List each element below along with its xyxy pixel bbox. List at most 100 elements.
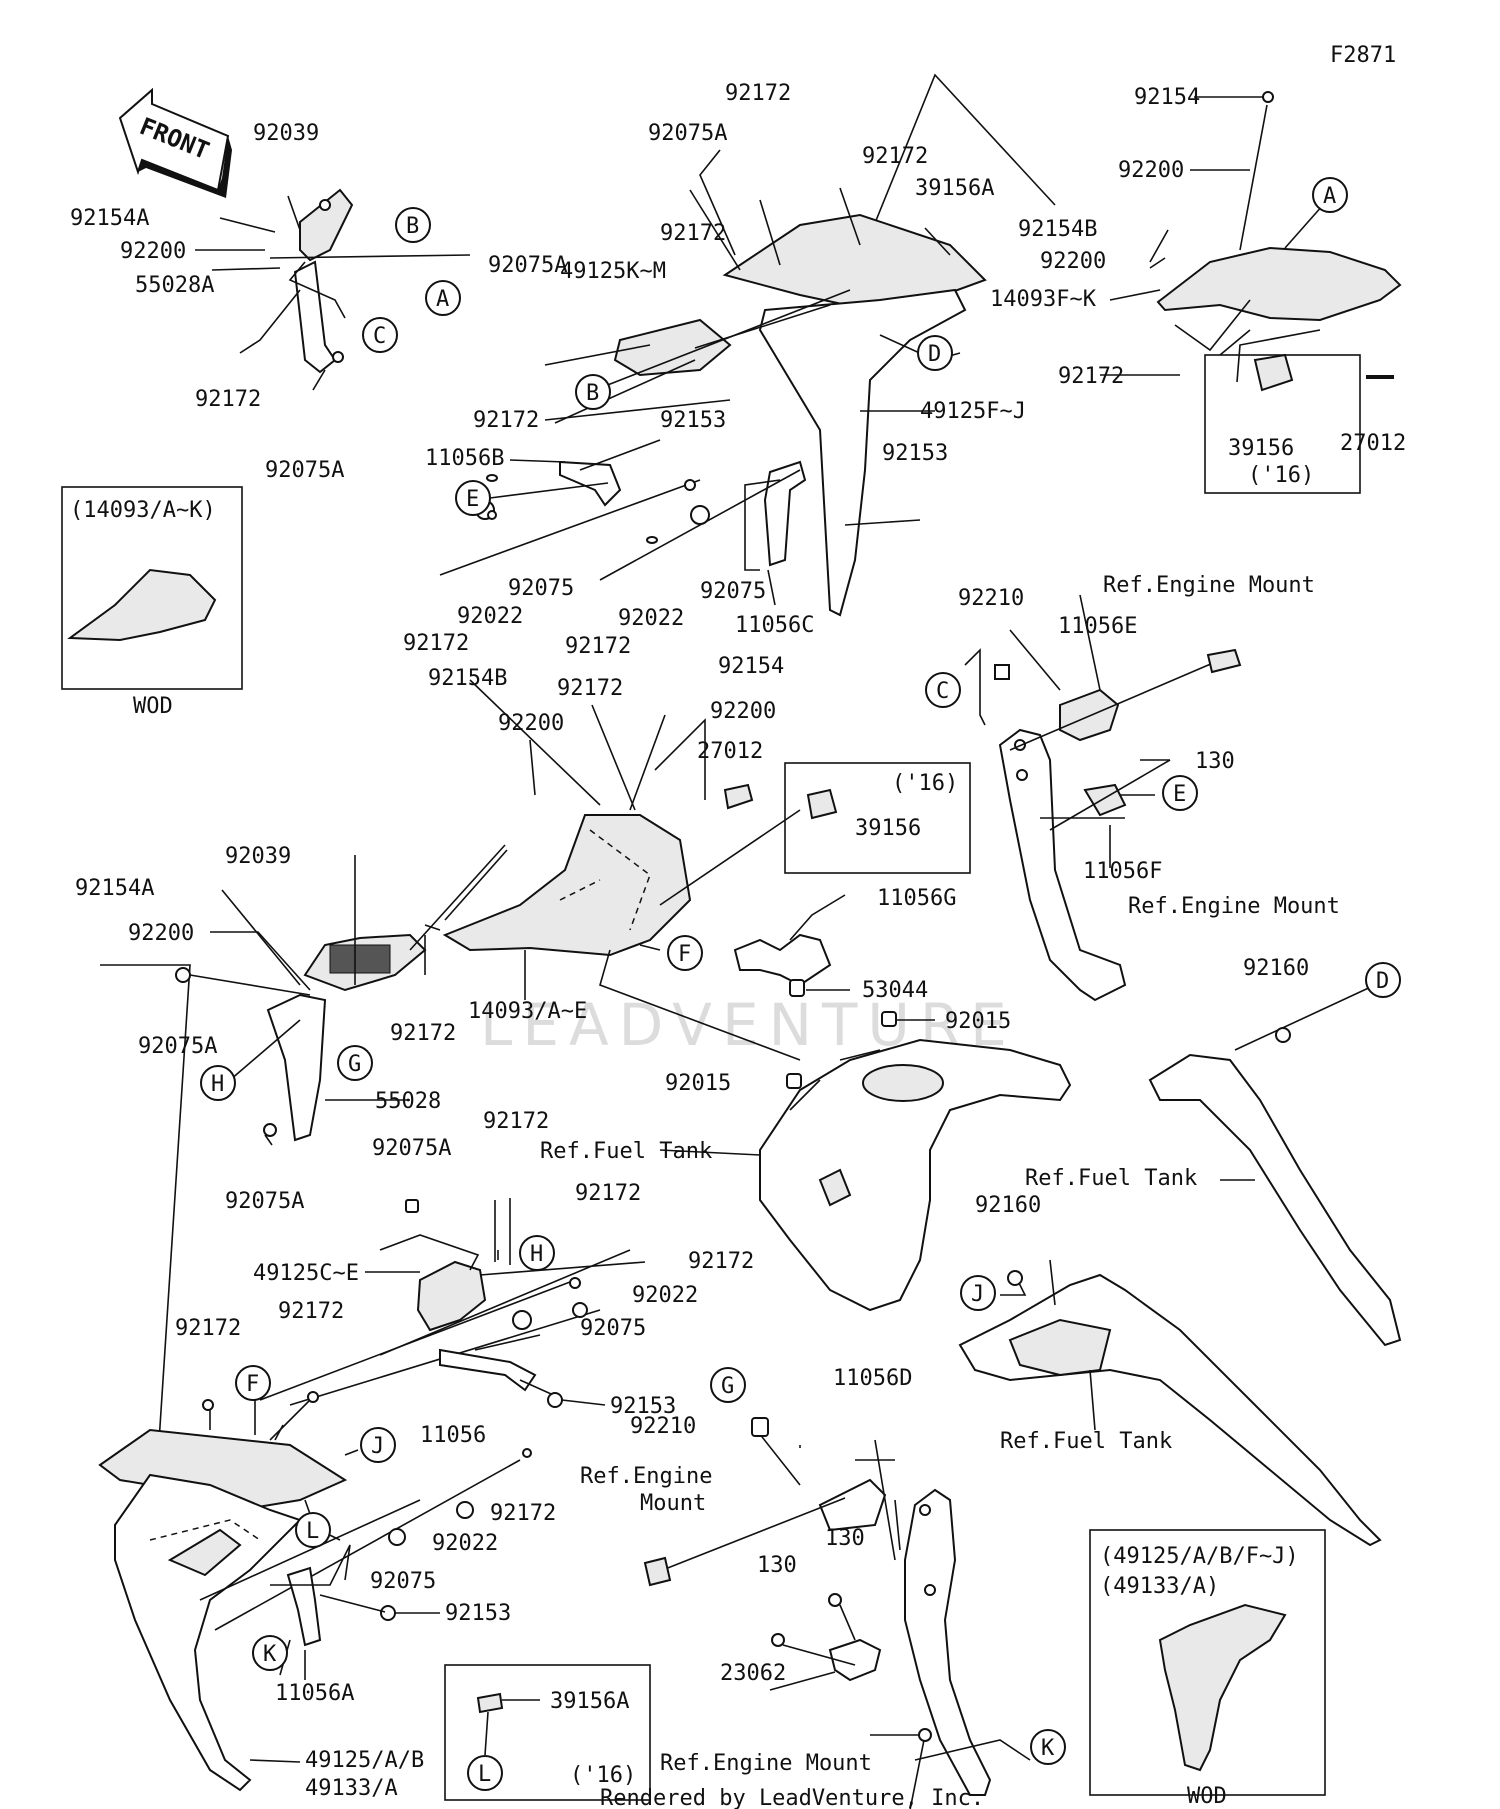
part-label-23062: 23062: [720, 1661, 786, 1686]
part-label-92200-l: 92200: [128, 921, 194, 946]
part-label-92172-a: 92172: [725, 81, 791, 106]
part-label-53044: 53044: [862, 978, 928, 1003]
callout-K-lower: [252, 1635, 288, 1671]
part-label-92039: 92039: [253, 121, 319, 146]
part-label-92153-d: 92153: [445, 1601, 511, 1626]
part-label-55028: 55028: [375, 1089, 441, 1114]
callout-A-top-right: [1312, 177, 1348, 213]
callout-F-lower: [235, 1365, 271, 1401]
callout-J-right-label: J: [971, 1282, 984, 1307]
part-label-92022-d: 92022: [432, 1531, 498, 1556]
callout-G-bottom-label: G: [721, 1374, 734, 1399]
part-label-130-b1: 130: [825, 1526, 865, 1551]
ref-engine-mount-r2: Ref.Engine Mount: [1128, 894, 1340, 919]
part-label-92200: 92200: [120, 239, 186, 264]
side-rail-group: [958, 984, 1402, 1547]
callout-K-bottom: [1030, 1729, 1066, 1765]
part-label-39156A-a: 39156A: [915, 176, 994, 201]
part-label-92160-r: 92160: [1243, 956, 1309, 981]
part-label-92154A: 92154A: [70, 206, 149, 231]
part-label-92172-n: 92172: [490, 1501, 556, 1526]
part-label-49125CE: 49125C~E: [253, 1261, 359, 1286]
callout-J-lower-label: J: [371, 1434, 384, 1459]
part-label-92153-c: 92153: [610, 1394, 676, 1419]
wod-left-code: (14093/A~K): [70, 498, 216, 523]
part-label-14093AE: 14093/A~E: [468, 999, 587, 1024]
ref-mount-bottom: Mount: [640, 1491, 706, 1516]
year-16-box-lower: [444, 1664, 651, 1801]
part-label-11056D: 11056D: [833, 1366, 912, 1391]
callout-L-lower-label: L: [306, 1519, 319, 1544]
stay-11056D-group: [643, 1417, 1031, 1809]
part-label-92172-l: 92172: [175, 1316, 241, 1341]
part-label-92172-f: 92172: [565, 634, 631, 659]
callout-E-right-label: E: [1173, 782, 1186, 807]
upper-fairing-group: [544, 73, 1056, 617]
part-39156A-lower: [476, 1692, 504, 1714]
wod-left-fairing: [67, 568, 217, 642]
part-label-92200-tr2: 92200: [1040, 249, 1106, 274]
ref-fuel-tank-r: Ref.Fuel Tank: [1025, 1166, 1197, 1191]
fairing-49125CE-group: [259, 1198, 646, 1408]
part-label-92022-b: 92022: [618, 606, 684, 631]
part-label-49125KM: 49125K~M: [560, 259, 666, 284]
part-label-11056B: 11056B: [425, 446, 504, 471]
callout-F-center: [667, 935, 703, 971]
part-label-92022-a: 92022: [457, 604, 523, 629]
callout-C-right-label: C: [936, 679, 949, 704]
part-label-92172-e: 92172: [403, 631, 469, 656]
part-label-92172-d: 92172: [473, 408, 539, 433]
part-label-92075A-l2: 92075A: [225, 1189, 304, 1214]
part-label-92172: 92172: [195, 387, 261, 412]
part-label-92075-a: 92075: [508, 576, 574, 601]
callout-B-top-label: B: [406, 214, 419, 239]
part-label-92172-h: 92172: [390, 1021, 456, 1046]
bracket-55028A-group: [195, 188, 471, 391]
part-label-49125FJ: 49125F~J: [920, 399, 1026, 424]
callout-F-center-label: F: [678, 942, 691, 967]
part-label-92075-c: 92075: [580, 1316, 646, 1341]
part-label-49125AB: 49125/A/B: [305, 1748, 424, 1773]
callout-K-bottom-label: K: [1041, 1736, 1055, 1761]
wod-right-code1: (49125/A/B/F~J): [1100, 1544, 1299, 1569]
callout-G-bottom: [710, 1367, 746, 1403]
year-16-lower: ('16): [570, 1763, 636, 1788]
front-arrow-icon: FRONT: [118, 87, 232, 198]
bracket-11056B-group: [439, 439, 921, 606]
callout-C-top-left: [362, 317, 398, 353]
callout-L-lower: [295, 1512, 331, 1548]
year-16-box-center: [784, 762, 971, 874]
callout-D-right-label: D: [1376, 969, 1389, 994]
callout-H-left-label: H: [211, 1072, 224, 1097]
stay-11056E-group: [964, 594, 1242, 1002]
part-label-130-r: 130: [1195, 749, 1235, 774]
part-label-92075A-c: 92075A: [372, 1136, 451, 1161]
part-label-39156A-lower: 39156A: [550, 1689, 629, 1714]
part-label-55028A: 55028A: [135, 273, 214, 298]
callout-B-top: [395, 207, 431, 243]
part-label-92015-b: 92015: [665, 1071, 731, 1096]
wod-right-caption: WOD: [1187, 1784, 1227, 1809]
callout-D-right: [1365, 962, 1401, 998]
part-label-92172-tr: 92172: [1058, 364, 1124, 389]
part-label-14093FK: 14093F~K: [990, 287, 1097, 312]
part-label-92172-g: 92172: [557, 676, 623, 701]
part-label-92022-c: 92022: [632, 1283, 698, 1308]
wod-inset-right: [1089, 1529, 1326, 1796]
part-label-11056A: 11056A: [275, 1681, 354, 1706]
callout-L-inset: [467, 1755, 503, 1791]
ref-fuel-tank-c: Ref.Fuel Tank: [540, 1139, 712, 1164]
ref-engine-bottom: Ref.Engine: [580, 1464, 712, 1489]
part-label-92154B-c: 92154B: [428, 666, 507, 691]
callout-G-left-label: G: [348, 1052, 361, 1077]
inner-cover-14093FK-group: [1100, 91, 1402, 494]
callout-E-center: [455, 480, 491, 516]
callout-H-left: [200, 1065, 236, 1101]
callout-F-lower-label: F: [246, 1372, 259, 1397]
callout-D-top-label: D: [928, 342, 941, 367]
callout-E-center-label: E: [466, 487, 479, 512]
callout-E-right: [1162, 775, 1198, 811]
part-label-92075A-a: 92075A: [648, 121, 727, 146]
wod-right-code2: (49133/A): [1100, 1574, 1219, 1599]
